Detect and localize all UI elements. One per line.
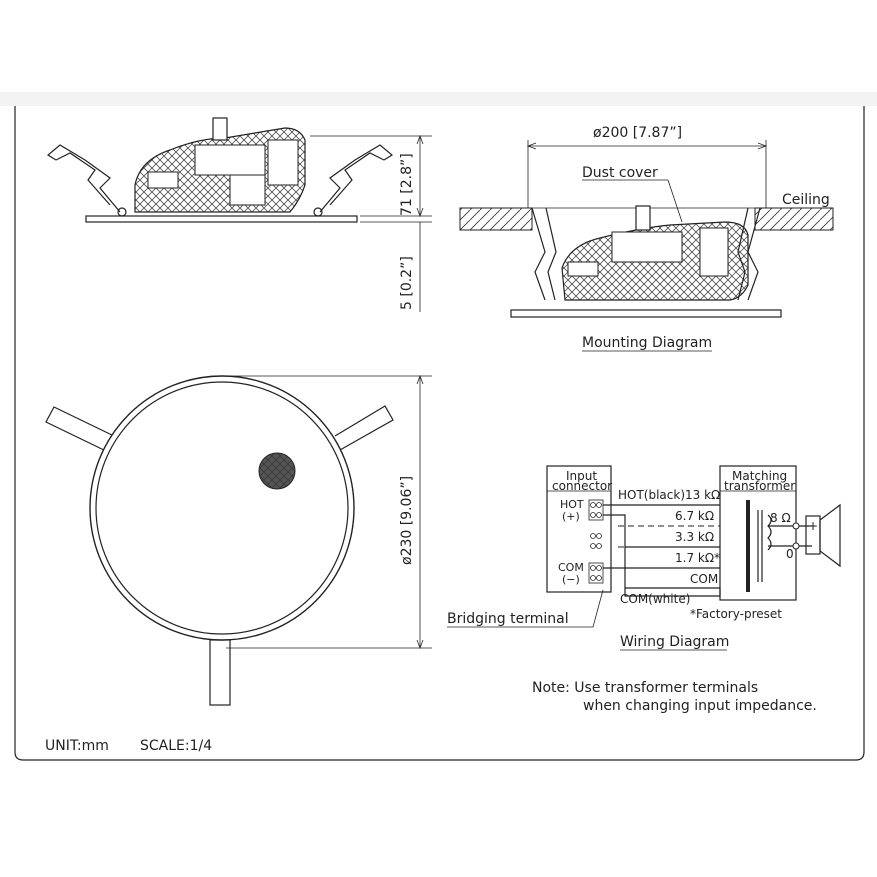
tap-67-label: 6.7 kΩ [675,509,714,523]
tap-hot-label: HOT(black)13 kΩ [618,488,720,502]
diameter-230-label: ø230 [9.06”] [399,476,415,565]
plus-label: + [808,519,818,533]
tap-33-label: 3.3 kΩ [675,530,714,544]
output-8-label: 8 Ω [770,511,791,525]
mounting-diagram-title: Mounting Diagram [582,335,712,351]
factory-preset-label: *Factory-preset [690,607,782,621]
mounting-view [459,140,834,352]
side-view [46,117,432,312]
ceiling-label: Ceiling [782,192,830,208]
hot-sign-label: (+) [562,510,580,523]
wiring-diagram-title: Wiring Diagram [620,634,729,650]
height-71-label: 71 [2.8”] [399,153,415,216]
transformer-label-2: transformer [724,479,795,493]
bridging-terminal-label: Bridging terminal [447,611,569,627]
wiring-diagram [447,465,841,651]
com-white-label: COM(white) [620,592,690,606]
transformer-label-1: Matching [732,469,787,483]
unit-label: UNIT:mm [45,738,109,754]
input-connector-label-2: connector [552,479,612,493]
top-band [0,92,877,106]
scale-label: SCALE:1/4 [140,738,212,754]
tap-17-label: 1.7 kΩ* [675,551,720,565]
hot-label: HOT [560,498,584,511]
dust-cover-label: Dust cover [582,165,658,181]
height-5-label: 5 [0.2”] [399,256,415,310]
tap-com-label: COM [690,572,718,586]
mounting-diameter-label: ø200 [7.87”] [593,125,682,141]
note-line-1: Note: Use transformer terminals [532,680,758,696]
note-line-2: when changing input impedance. [583,698,817,714]
input-connector-label-1: Input [566,469,597,483]
drawing-border [14,106,865,761]
com-label: COM [558,561,584,574]
output-0-label: 0 [786,547,794,561]
front-view [45,374,432,706]
com-sign-label: (−) [562,573,580,586]
